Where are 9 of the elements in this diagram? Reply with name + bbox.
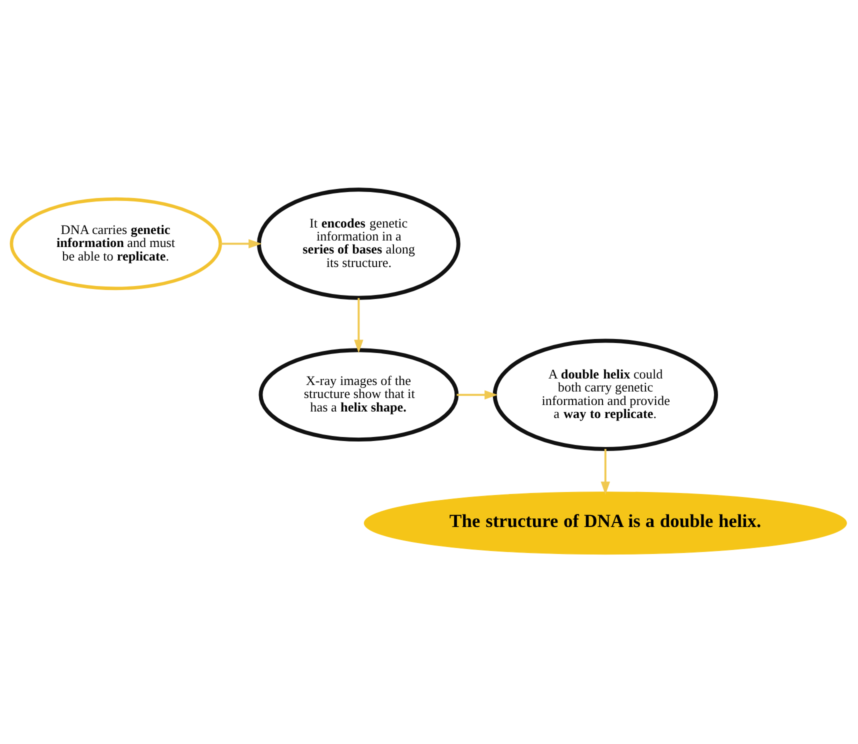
- arrow: [456, 390, 498, 400]
- arrow: [220, 239, 262, 248]
- node-ellipse: DNA carries genetic information and must be able to replicate.: [10, 197, 222, 290]
- node-ellipse: It encodes genetic information in a series of bases along its structure.: [257, 188, 460, 300]
- node-ellipse: X-ray images of the structure show that it has a helix shape.: [258, 348, 459, 442]
- arrow: [600, 448, 610, 495]
- node-ellipse: A double helix could both carry genetic information and provide a way to replicate.: [492, 338, 718, 451]
- arrow: [354, 298, 364, 354]
- node-ellipse: The structure of DNA is a double helix.: [364, 492, 847, 555]
